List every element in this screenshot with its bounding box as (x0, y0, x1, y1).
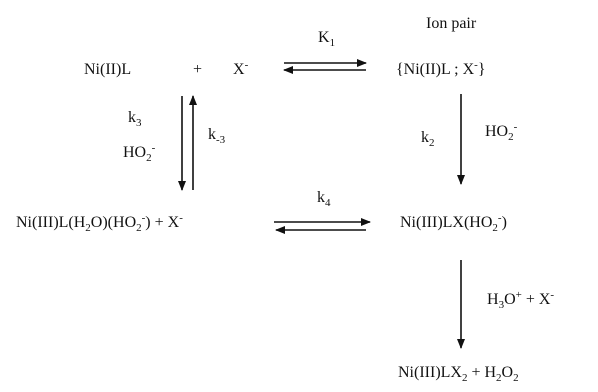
hydronium-halide-reagents: H3O+ + X- (487, 289, 555, 311)
left-mid-text-2: O)(HO (90, 214, 137, 231)
k2-letter: k (421, 129, 429, 146)
ho2-right-sup: - (513, 121, 518, 133)
left-mid-sub-1: 2 (85, 222, 91, 234)
ho2-left-sub: 2 (146, 152, 152, 164)
k2-subscript: 2 (429, 137, 435, 149)
left-mid-sup-1: - (141, 212, 146, 224)
h3o-sup: + (515, 289, 522, 301)
left-mid-sup-2: - (179, 212, 183, 224)
halide-symbol: X (233, 61, 245, 78)
bottom-text-2: + H (467, 364, 497, 381)
h3o-x-sup: - (550, 289, 555, 301)
ion-pair-text: {Ni(II)L ; X (396, 61, 475, 78)
k4-subscript: 4 (325, 197, 331, 209)
right-mid-sup: - (497, 212, 502, 224)
hydroperoxide-reagent-left: HO2- (123, 142, 156, 164)
right-mid-sub: 2 (492, 222, 498, 234)
ho2-left-sup: - (151, 142, 156, 154)
rate-constant-k3: k3 (128, 109, 142, 129)
rate-constant-k-minus-3: k-3 (208, 126, 226, 146)
h3o-sub: 3 (498, 299, 505, 311)
h3o-o: O (504, 291, 516, 308)
bottom-sub-3: 2 (513, 372, 519, 384)
rate-constant-k2: k2 (421, 129, 435, 149)
bottom-sub-1: 2 (461, 372, 468, 384)
left-mid-text-1: Ni(III)L(H (16, 214, 86, 231)
k3-letter: k (128, 109, 136, 126)
plus-sign-top: + (193, 61, 203, 78)
ion-pair-charge: - (474, 59, 478, 71)
km3-subscript: -3 (216, 134, 226, 146)
ion-pair-species: {Ni(II)L ; X-} (396, 59, 486, 78)
h3o-h: H (487, 291, 499, 308)
k3-subscript: 3 (136, 117, 142, 129)
left-mid-sub-2: 2 (136, 222, 142, 234)
left-mid-text-3: ) + X (145, 214, 180, 231)
nickel-iii-halide-hydroperoxo-complex: Ni(III)LX(HO2-) (400, 212, 507, 234)
K1-subscript: 1 (329, 37, 336, 49)
ion-pair-close: } (477, 61, 486, 78)
ho2-left-text: HO (123, 144, 147, 161)
bottom-text-3: O (501, 364, 514, 381)
bottom-sub-2: 2 (496, 372, 502, 384)
km3-letter: k (208, 126, 216, 143)
k4-letter: k (317, 189, 325, 206)
bottom-text-1: Ni(III)LX (398, 364, 462, 381)
right-mid-text-1: Ni(III)LX(HO (400, 214, 493, 231)
nickel-iii-aqua-hydroperoxo-complex: Ni(III)L(H2O)(HO2-) + X- (16, 212, 183, 234)
ho2-right-sub: 2 (508, 131, 514, 143)
products-bottom: Ni(III)LX2 + H2O2 (398, 364, 519, 384)
ho2-right-text: HO (485, 123, 509, 140)
K1-letter: K (318, 29, 330, 46)
nickel-ii-complex: Ni(II)L (84, 61, 132, 78)
rate-constant-k4: k4 (317, 189, 331, 209)
h3o-plus-x: + X (521, 291, 551, 308)
right-mid-close: ) (501, 214, 507, 231)
halide-anion-top: X- (233, 59, 249, 78)
halide-charge: - (244, 59, 249, 71)
rate-constant-K1: K1 (318, 29, 336, 49)
hydroperoxide-reagent-right: HO2- (485, 121, 518, 143)
ion-pair-header: Ion pair (426, 15, 477, 32)
